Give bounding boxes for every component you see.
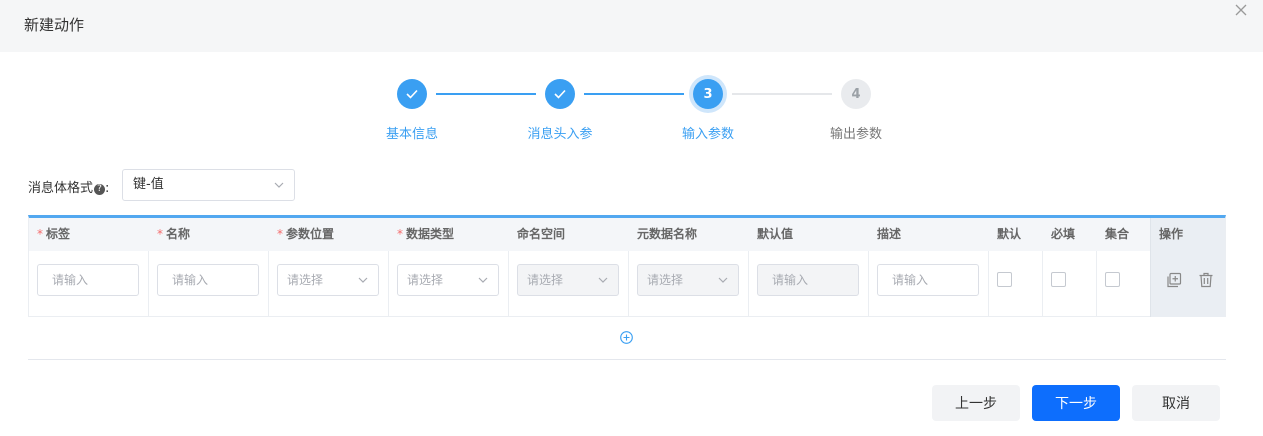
- prev-step-button[interactable]: 上一步: [932, 385, 1020, 421]
- col-header-collection: 集合: [1105, 227, 1130, 241]
- required-checkbox[interactable]: [1051, 272, 1066, 287]
- operations-column: 操作: [1150, 218, 1225, 317]
- step-2-label: 消息头入参: [527, 127, 593, 142]
- step-3-number: 3: [693, 79, 723, 109]
- step-connector: [732, 93, 832, 95]
- copy-row-icon[interactable]: [1165, 271, 1183, 289]
- chevron-down-icon: [718, 277, 728, 283]
- step-3-label: 输入参数: [681, 127, 735, 142]
- description-input[interactable]: 请输入: [877, 264, 979, 296]
- help-icon[interactable]: ?: [94, 184, 106, 195]
- step-1-label: 基本信息: [385, 127, 439, 142]
- next-step-button[interactable]: 下一步: [1032, 385, 1120, 421]
- col-header-datatype: *数据类型: [397, 227, 455, 241]
- default-checkbox[interactable]: [997, 272, 1012, 287]
- format-select-value: 键-值: [133, 177, 164, 192]
- position-select[interactable]: 请选择: [277, 264, 379, 296]
- table-header: *标签 *名称 *参数位置 *数据类型 命名空间 元数据名称 默认值 描述 默认…: [29, 218, 1225, 251]
- delete-row-icon[interactable]: [1197, 271, 1215, 289]
- name-input[interactable]: 请输入: [157, 264, 259, 296]
- col-header-operations: 操作: [1159, 227, 1184, 241]
- chevron-down-icon: [358, 277, 368, 283]
- metadata-select: 请选择: [637, 264, 739, 296]
- format-select[interactable]: 键-值: [122, 169, 295, 201]
- step-2-check-icon: [545, 79, 575, 109]
- col-header-position: *参数位置: [277, 227, 335, 241]
- chevron-down-icon: [598, 277, 608, 283]
- chevron-down-icon: [274, 182, 284, 188]
- col-header-required: 必填: [1051, 227, 1076, 241]
- step-connector: [436, 93, 536, 95]
- add-row-icon[interactable]: [619, 330, 634, 345]
- table-row: 请输入 请输入 请选择 请选择 请选择 请选择 请输入 请输入: [29, 251, 1225, 317]
- step-connector: [584, 93, 684, 95]
- close-icon[interactable]: [1233, 2, 1249, 18]
- col-header-default-value: 默认值: [757, 227, 794, 241]
- namespace-select: 请选择: [517, 264, 619, 296]
- step-4-label: 输出参数: [829, 127, 883, 142]
- col-header-tag: *标签: [37, 227, 71, 241]
- col-header-namespace: 命名空间: [517, 227, 566, 241]
- step-4-number: 4: [841, 79, 871, 109]
- col-header-description: 描述: [877, 227, 902, 241]
- step-1-check-icon: [397, 79, 427, 109]
- footer-divider: [28, 359, 1226, 360]
- col-header-default: 默认: [997, 227, 1022, 241]
- default-value-input: 请输入: [757, 264, 859, 296]
- step-progress: 3 4 基本信息 消息头入参 输入参数 输出参数: [0, 76, 1263, 146]
- collection-checkbox[interactable]: [1105, 272, 1120, 287]
- chevron-down-icon: [478, 277, 488, 283]
- col-header-metadata: 元数据名称: [637, 227, 698, 241]
- params-table: *标签 *名称 *参数位置 *数据类型 命名空间 元数据名称 默认值 描述 默认…: [28, 215, 1226, 317]
- col-header-name: *名称: [157, 227, 191, 241]
- dialog-header: 新建动作: [0, 0, 1263, 52]
- tag-input[interactable]: 请输入: [37, 264, 139, 296]
- dialog-title: 新建动作: [24, 16, 85, 34]
- format-label: 消息体格式?:: [28, 181, 110, 196]
- cancel-button[interactable]: 取消: [1132, 385, 1220, 421]
- datatype-select[interactable]: 请选择: [397, 264, 499, 296]
